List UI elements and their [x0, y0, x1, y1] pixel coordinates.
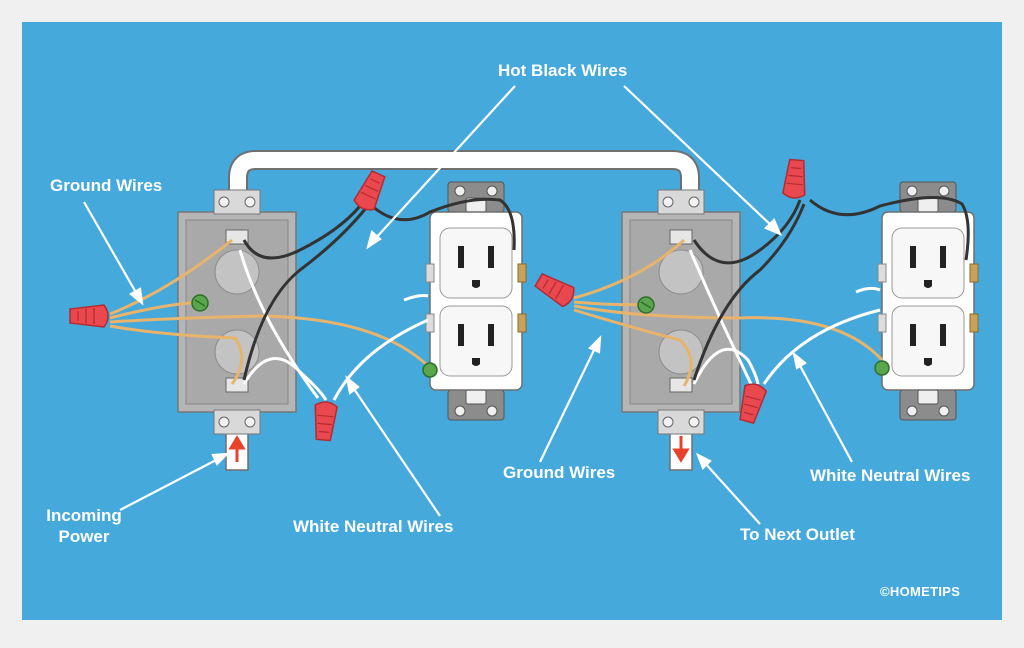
- label-incoming-power-line2: Power: [58, 527, 110, 546]
- arrow-head-next-outlet: [695, 452, 712, 470]
- label-incoming-power-line1: Incoming: [46, 506, 122, 525]
- arrow-hot-right: [623, 85, 775, 229]
- arrow-next-outlet: [703, 461, 761, 525]
- copyright-brand: ©HOMETIPS: [880, 584, 961, 599]
- arrow-head-hot-left: [366, 230, 382, 250]
- arrow-head-neutral-left: [345, 375, 360, 395]
- right-outlet-ground-screw-icon: [874, 360, 890, 376]
- arrow-hot-left: [373, 85, 516, 241]
- arrow-head-neutral-right: [792, 351, 807, 370]
- arrow-head-ground-right: [588, 335, 602, 354]
- arrow-head-incoming: [211, 452, 230, 466]
- label-ground-wires-left: Ground Wires: [50, 176, 163, 195]
- left-electrical-box: [177, 189, 297, 435]
- label-to-next-outlet: To Next Outlet: [740, 525, 855, 544]
- arrow-incoming: [119, 457, 221, 511]
- left-outlet-ground-screw-icon: [422, 362, 438, 378]
- arrow-ground-right: [539, 345, 597, 463]
- label-incoming-power: Incoming Power: [40, 505, 128, 547]
- connecting-cable: [230, 152, 698, 205]
- left-neutral-wires: [238, 249, 429, 401]
- right-receptacle: [877, 181, 979, 421]
- incoming-arrow-icon: [228, 435, 246, 462]
- label-white-neutral-left: White Neutral Wires: [293, 517, 454, 536]
- left-hot-wires: [242, 197, 516, 381]
- arrow-neutral-right: [797, 361, 853, 463]
- arrow-ground-left: [83, 201, 139, 297]
- callout-arrows: [83, 85, 853, 525]
- right-ground-wires: [573, 238, 884, 387]
- label-ground-wires-right: Ground Wires: [503, 463, 616, 482]
- label-hot-black-wires: Hot Black Wires: [498, 61, 628, 80]
- label-white-neutral-right: White Neutral Wires: [810, 466, 971, 485]
- right-hot-wires: [692, 196, 970, 381]
- arrow-head-hot-right: [764, 218, 783, 237]
- left-ground-wire-nut-icon: [69, 304, 109, 328]
- outgoing-arrow-icon: [672, 436, 690, 463]
- arrow-head-ground-left: [129, 287, 144, 306]
- arrow-neutral-left: [351, 385, 441, 517]
